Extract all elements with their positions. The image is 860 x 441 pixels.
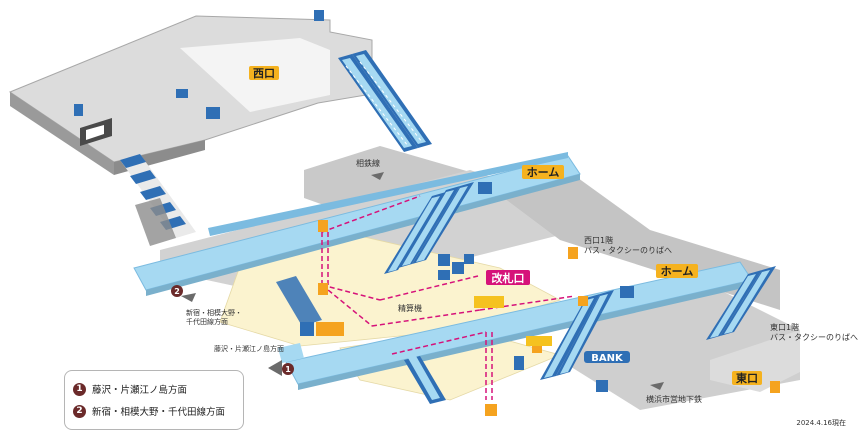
legend: 1 藤沢・片瀬江ノ島方面 2 新宿・相模大野・千代田線方面 <box>64 370 244 430</box>
escalator-middle <box>384 182 474 274</box>
label-dir1: 藤沢・片瀬江ノ島方面 <box>214 344 284 353</box>
tag-platform-lower: ホーム <box>656 264 698 278</box>
atm-icon <box>206 107 220 119</box>
legend-text: 藤沢・片瀬江ノ島方面 <box>92 385 188 396</box>
svg-text:ホーム: ホーム <box>527 166 560 179</box>
phone-icon <box>314 10 324 21</box>
label-west-1f-bus: バス・タクシーのりばへ <box>584 246 672 255</box>
ticket-machine-icon <box>452 262 464 274</box>
arrow-icon <box>268 360 282 376</box>
svg-text:ホーム: ホーム <box>661 265 694 278</box>
arrow-icon <box>371 172 384 180</box>
legend-num: 2 <box>73 404 86 418</box>
escalator-up-icon <box>478 182 492 194</box>
arrows <box>181 172 664 390</box>
svg-text:東口: 東口 <box>736 371 758 385</box>
label-sotetsu: 相鉄線 <box>356 158 380 168</box>
date-stamp: 2024.4.16現在 <box>796 419 846 427</box>
label-west-1f: 西口1階 <box>584 235 613 245</box>
marker-2: 2 <box>171 285 183 297</box>
legend-item-1: 1 藤沢・片瀬江ノ島方面 <box>73 381 187 397</box>
escalator-up-icon <box>620 286 634 298</box>
facility-icons <box>74 10 780 416</box>
locker-icon <box>474 296 504 308</box>
svg-text:BANK: BANK <box>591 353 624 364</box>
tag-ticket-gate: 改札口 <box>486 270 530 285</box>
label-dir2-b: 千代田線方面 <box>186 317 228 326</box>
arrow-icon <box>181 293 196 302</box>
locker-icon <box>485 404 497 416</box>
left-stairs <box>120 154 196 246</box>
restroom-icon <box>74 104 83 116</box>
atm-icon <box>438 270 450 280</box>
label-east-1f-bus: バス・タクシーのりばへ <box>770 333 858 342</box>
label-east-1f: 東口1階 <box>770 322 799 332</box>
bank-sign: BANK <box>584 351 630 364</box>
escalator-lower <box>540 266 776 380</box>
marker-1: 1 <box>282 363 294 375</box>
svg-text:2: 2 <box>174 287 180 296</box>
label-subway: 横浜市営地下鉄 <box>646 394 702 404</box>
arrow-icon <box>650 382 664 390</box>
label-fare-adjust: 精算機 <box>398 303 422 313</box>
svg-text:西口: 西口 <box>253 67 275 80</box>
elevator-icon <box>596 380 608 392</box>
locker-icon <box>770 381 780 393</box>
phone-icon <box>464 254 474 264</box>
locker-icon <box>526 336 552 346</box>
legend-num: 1 <box>73 382 86 396</box>
lower-stairs <box>276 276 446 404</box>
ticket-machine-icon <box>438 254 450 266</box>
locker-icon <box>532 341 542 353</box>
phone-icon <box>514 356 524 370</box>
locker-icon <box>568 247 578 259</box>
escalator-top <box>338 50 432 152</box>
legend-text: 新宿・相模大野・千代田線方面 <box>92 407 226 418</box>
tag-platform-upper: ホーム <box>522 165 564 179</box>
svg-text:1: 1 <box>285 365 291 374</box>
tag-west-exit: 西口 <box>249 66 279 80</box>
locker-icon <box>578 296 588 306</box>
label-dir2-a: 新宿・相模大野・ <box>186 308 242 317</box>
restroom-icon <box>316 322 344 336</box>
tag-east-exit: 東口 <box>732 371 762 385</box>
legend-item-2: 2 新宿・相模大野・千代田線方面 <box>73 403 225 419</box>
locker-icon <box>318 283 328 295</box>
locker-icon <box>318 220 328 232</box>
ticket-machine-icon <box>176 89 188 98</box>
svg-text:改札口: 改札口 <box>492 271 525 285</box>
restroom-icon <box>300 322 314 336</box>
west-exit-area <box>8 15 373 175</box>
